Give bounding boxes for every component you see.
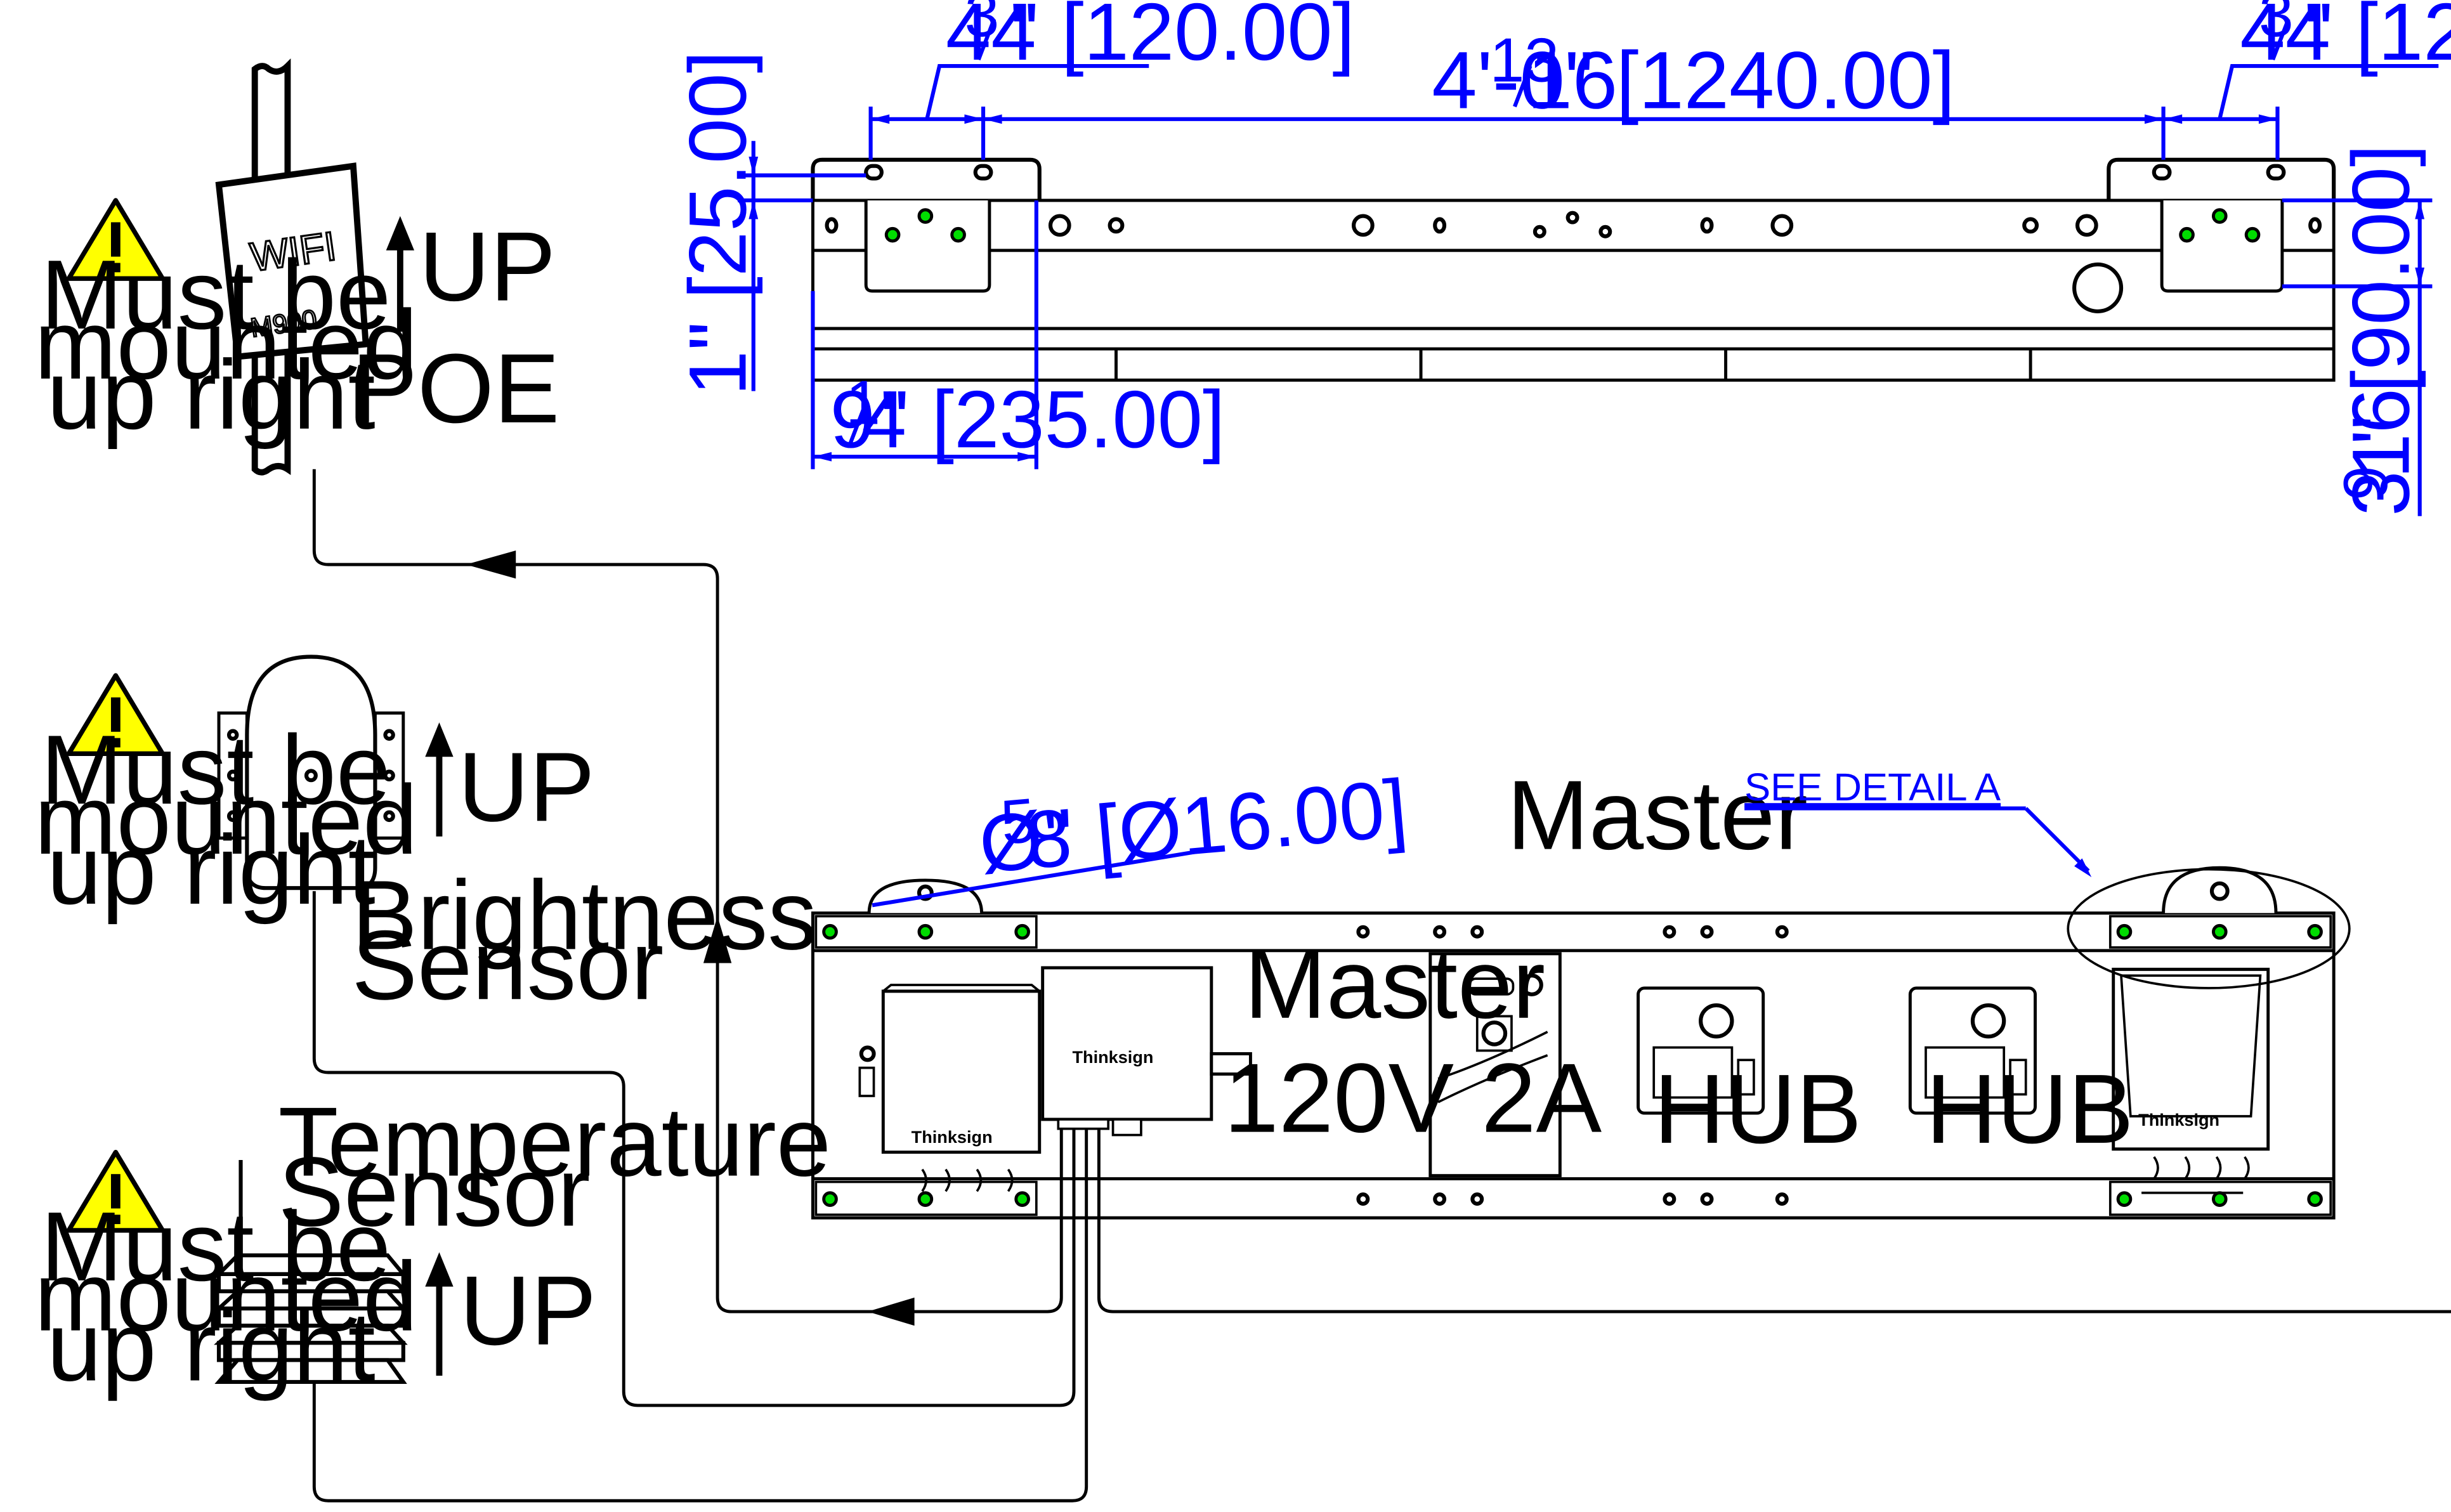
poe-label: POE <box>351 333 559 443</box>
dim-vertical-left: 1" [25.00] <box>672 51 763 396</box>
dim-bottom-whole: 9 <box>830 374 875 465</box>
dim-left-whole: 4 <box>946 0 991 77</box>
see-detail-a-link[interactable]: SEE DETAIL A <box>1744 766 2001 809</box>
dim-span-rest: " [1240.00] <box>1565 36 1955 126</box>
dim-left-rest: " [120.00] <box>1010 0 1355 77</box>
wifi-device: WIFI M900 <box>215 58 369 476</box>
front-view-title: Master <box>1507 760 1808 870</box>
temperature-sensor <box>214 1160 408 1385</box>
power-label: 120V 2A <box>1224 1043 1602 1153</box>
diameter-den: 8 <box>1023 792 1075 887</box>
diameter-num: 5 <box>998 785 1038 857</box>
brightness-name-line1: Brightness <box>351 859 817 970</box>
flow-arrow-icon <box>703 916 732 963</box>
dim-right-whole: 4 <box>2240 0 2285 77</box>
brightness-warning-line3: up right <box>47 814 376 925</box>
brand-logo-left: Thinksign <box>912 1127 993 1147</box>
dim-vertical-right-whole: 3 <box>2336 471 2426 516</box>
dim-right-rest: " [120.00] <box>2304 0 2451 77</box>
top-view-drawing <box>811 157 2336 382</box>
brand-logo-right: Thinksign <box>2138 1110 2219 1130</box>
brightness-warning-line1: Must be <box>41 714 391 824</box>
temperature-name-line2: Sensor <box>278 1137 591 1247</box>
dim-bottom-den: 4 <box>861 374 906 465</box>
diameter-prefix: Ø <box>976 795 1047 890</box>
hub-label-1: HUB <box>1654 1053 1862 1164</box>
dim-right-den: 4 <box>2285 0 2330 77</box>
brightness-up-label: UP <box>458 731 595 842</box>
brightness-name-line2: Sensor <box>351 909 663 1020</box>
flow-arrow-icon <box>466 550 516 579</box>
dim-span-den: 16 <box>1527 36 1618 126</box>
hub-label-2: HUB <box>1926 1053 2134 1164</box>
diameter-rest: " [Ø16.00] <box>1041 763 1411 885</box>
temperature-warning-line2: mounted <box>34 1241 417 1352</box>
up-arrow-icon <box>425 1252 454 1376</box>
dim-bottom-rest: " [235.00] <box>880 374 1225 465</box>
front-view-drawing: Thinksign Thinksign Thinksign <box>811 866 2351 1220</box>
wifi-up-label: UP <box>419 211 556 322</box>
temperature-name-line1: Temperature <box>278 1086 832 1197</box>
dim-span-whole: 4'-0 <box>1432 36 1565 126</box>
brand-logo-master: Thinksign <box>1073 1047 1154 1067</box>
wifi-warning-line2: mounted <box>34 289 417 400</box>
dim-vertical-right-num: 9 <box>2330 466 2400 500</box>
temperature-up-label: UP <box>460 1255 597 1365</box>
up-arrow-icon <box>425 722 454 837</box>
brightness-warning-line2: mounted <box>34 764 417 875</box>
dim-bottom-num: 1 <box>846 367 880 437</box>
dim-vertical-right-den: 16 <box>2336 388 2426 479</box>
brightness-sensor <box>217 655 405 890</box>
diameter-leader <box>872 849 1205 908</box>
wifi-warning-line3: up right <box>47 339 376 450</box>
temperature-warning-line3: up right <box>47 1291 376 1401</box>
flow-arrow-icon <box>867 1297 915 1326</box>
top-view-dimensions <box>738 63 2439 516</box>
master-box-label: Master <box>1245 929 1545 1039</box>
temperature-warning-line1: Must be <box>41 1191 391 1301</box>
dim-left-den: 4 <box>991 0 1036 77</box>
dim-vertical-right-rest: " [90.00] <box>2336 144 2426 444</box>
up-arrow-icon <box>386 216 415 332</box>
wifi-warning-line1: Must be <box>41 239 391 349</box>
